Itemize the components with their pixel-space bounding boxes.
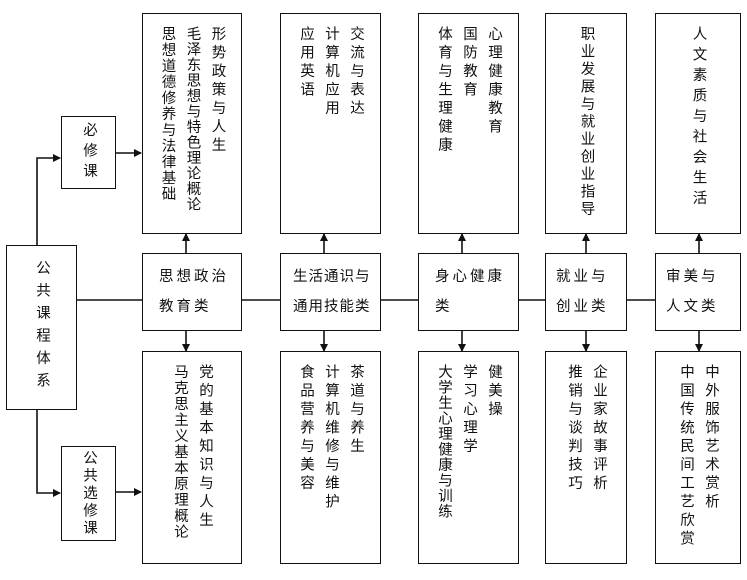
course: 企业家故事评析 [591, 364, 607, 494]
category-line: 教育类 [159, 299, 212, 315]
root-box: 公共课程体系 [6, 245, 77, 410]
category-line: 身心健康 [435, 269, 505, 285]
course: 茶道与养生 [348, 364, 364, 457]
arrow-root-elective [36, 410, 61, 497]
course: 形势政策与人生 [209, 26, 226, 156]
course: 马克思主义基本原理概论 [172, 364, 188, 540]
course: 心理健康教育 [486, 26, 502, 137]
course: 体育与生理健康 [436, 26, 452, 156]
elective-branch-box: 公共选修课 [61, 446, 116, 541]
category-line: 就业与 [556, 269, 609, 285]
humanities-elective-box: 中外服饰艺术赏析 中国传统民间工艺欣赏 [655, 351, 741, 564]
course: 思想道德修养与法律基础 [159, 26, 176, 202]
course: 推销与谈判技巧 [566, 364, 582, 494]
category-line: 生活通识与 [293, 269, 371, 285]
category-line: 创业类 [556, 299, 609, 315]
elective-branch-label: 公共选修课 [81, 449, 97, 538]
course: 中国传统民间工艺欣赏 [678, 364, 694, 549]
category-line: 类 [435, 299, 453, 315]
course: 党的基本知识与人生 [197, 364, 213, 531]
required-branch-box: 必修课 [61, 116, 116, 189]
course: 计算机维修与维护 [323, 364, 339, 512]
course: 交流与表达 [348, 26, 364, 119]
required-branch-label: 必修课 [81, 121, 97, 184]
humanities-required-box: 人文素质与社会生活 [655, 13, 741, 234]
category-line: 思想政治 [159, 269, 229, 285]
career-elective-box: 企业家故事评析 推销与谈判技巧 [545, 351, 627, 564]
course: 中外服饰艺术赏析 [703, 364, 719, 512]
ideology-elective-box: 党的基本知识与人生 马克思主义基本原理概论 [142, 351, 242, 564]
course: 食品营养与美容 [298, 364, 314, 494]
humanities-category-box: 审美与 人文类 [655, 253, 741, 331]
course: 大学生心理健康与训练 [436, 364, 452, 519]
life-skills-category-box: 生活通识与 通用技能类 [280, 253, 381, 331]
ideology-category-box: 思想政治 教育类 [142, 253, 242, 331]
life-skills-required-box: 交流与表达 计算机应用 应用英语 [280, 13, 381, 234]
ideology-required-box: 形势政策与人生 毛泽东思想与特色理论概论 思想道德修养与法律基础 [142, 13, 242, 234]
career-required-box: 职业发展与就业创业指导 [545, 13, 627, 234]
health-elective-box: 健美操 学习心理学 大学生心理健康与训练 [418, 351, 519, 564]
life-skills-elective-box: 茶道与养生 计算机维修与维护 食品营养与美容 [280, 351, 381, 564]
category-line: 人文类 [666, 299, 719, 315]
course: 职业发展与就业创业指导 [578, 26, 595, 219]
course: 毛泽东思想与特色理论概论 [184, 26, 201, 212]
course: 国防教育 [461, 26, 477, 100]
course: 学习心理学 [461, 364, 477, 457]
course: 人文素质与社会生活 [690, 26, 707, 211]
health-category-box: 身心健康 类 [418, 253, 519, 331]
course: 应用英语 [298, 26, 314, 100]
career-category-box: 就业与 创业类 [545, 253, 627, 331]
health-required-box: 心理健康教育 国防教育 体育与生理健康 [418, 13, 519, 234]
category-line: 通用技能类 [293, 299, 371, 315]
arrow-root-required [36, 154, 61, 245]
category-line: 审美与 [666, 269, 719, 285]
root-label: 公共课程体系 [34, 260, 50, 395]
course: 计算机应用 [323, 26, 339, 119]
course: 健美操 [486, 364, 502, 420]
